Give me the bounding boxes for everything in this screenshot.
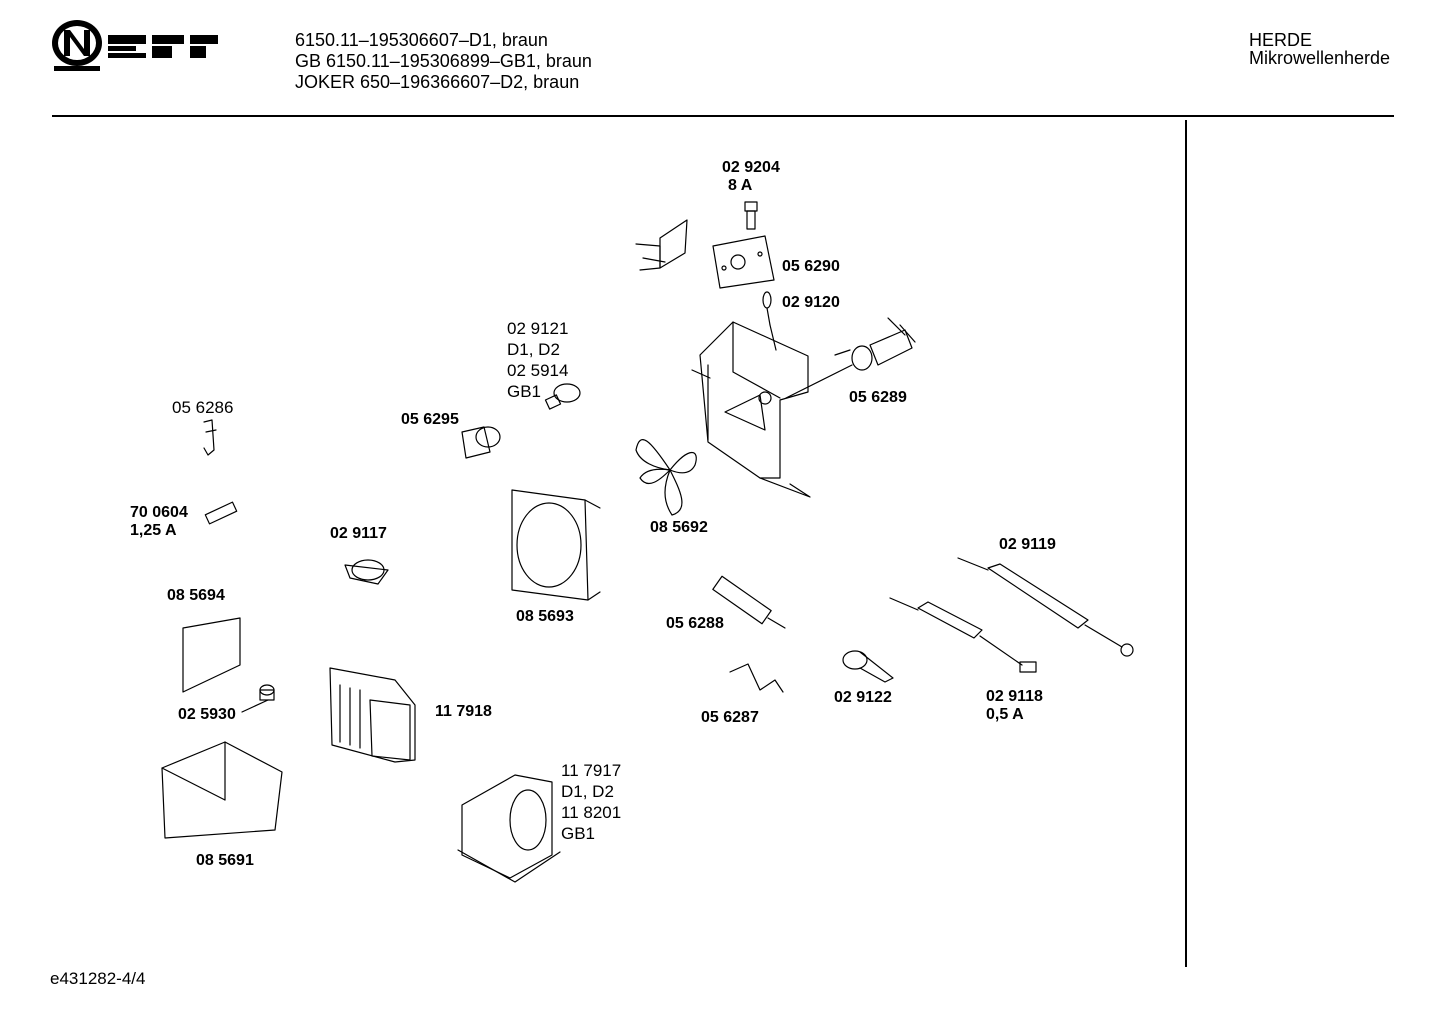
- fan-housing-part-drawing: [511, 489, 601, 601]
- fuse-part-drawing: [744, 201, 758, 230]
- subcategory-title: Mikrowellenherde: [1249, 48, 1391, 68]
- duct-part-drawing: [161, 741, 283, 839]
- document-id: e431282-4/4: [50, 969, 146, 988]
- part-label-029122: 02 9122: [834, 689, 892, 706]
- part-number: 02 9204: [722, 159, 780, 176]
- part-label-029117: 02 9117: [330, 525, 387, 542]
- part-label-029120: 02 9120: [782, 294, 840, 311]
- bracket-part-drawing: [635, 219, 688, 271]
- part-variant-alt: GB1: [561, 824, 596, 843]
- part-label-029119: 02 9119: [999, 536, 1056, 553]
- part-label-117917: 11 7917 D1, D2 11 8201 GB1: [561, 760, 621, 844]
- part-number: 02 9118: [986, 688, 1043, 705]
- part-label-056290: 05 6290: [782, 258, 840, 275]
- part-variant: D1, D2: [507, 340, 560, 359]
- cable-small-part-drawing: [889, 597, 1037, 673]
- part-label-056288: 05 6288: [666, 615, 724, 632]
- model-line-3: JOKER 650–196366607–D2, braun: [295, 72, 580, 92]
- cable-part-drawing: [957, 557, 1134, 657]
- thermostat-part-drawing: [344, 559, 389, 585]
- part-rating: 0,5 A: [986, 706, 1024, 723]
- part-label-029204: 02 9204 8 A: [722, 159, 780, 195]
- part-label-025930: 02 5930: [178, 706, 236, 723]
- category-title: HERDE: [1249, 30, 1313, 50]
- part-rating: 8 A: [728, 177, 753, 194]
- socket-part-drawing: [834, 317, 916, 371]
- clip-part-drawing: [203, 419, 217, 456]
- part-label-029121: 02 9121 D1, D2 02 5914 GB1: [507, 318, 568, 402]
- panel-part-drawing: [182, 617, 241, 693]
- capacitor-part-drawing: [712, 575, 786, 629]
- bent-clip-part-drawing: [729, 663, 784, 693]
- part-variant-alt: GB1: [507, 382, 542, 401]
- part-label-085692: 08 5692: [650, 519, 708, 536]
- header-divider: [52, 115, 1394, 117]
- part-label-085693: 08 5693: [516, 608, 574, 625]
- board-part-drawing: [712, 235, 775, 289]
- part-label-085691: 08 5691: [196, 852, 254, 869]
- model-line-1: 6150.11–195306607–D1, braun: [295, 30, 548, 50]
- part-number: 02 9121: [507, 319, 569, 338]
- neff-logo: [50, 16, 220, 74]
- part-label-056295: 05 6295: [401, 411, 459, 428]
- small-fuse-part-drawing: [204, 501, 238, 525]
- part-number-alt: 11 8201: [561, 803, 622, 822]
- part-label-700604: 70 0604 1,25 A: [130, 504, 188, 540]
- holder-part-drawing: [461, 426, 501, 459]
- part-label-056286: 05 6286: [172, 398, 234, 417]
- bulb-part-drawing: [544, 383, 581, 410]
- diode-part-drawing: [842, 650, 894, 683]
- part-label-029118: 02 9118 0,5 A: [986, 688, 1043, 724]
- part-label-056289: 05 6289: [849, 389, 907, 406]
- part-label-085694: 08 5694: [167, 587, 225, 604]
- part-variant: D1, D2: [561, 782, 614, 801]
- frame-part-drawing: [691, 321, 853, 498]
- part-number: 70 0604: [130, 504, 188, 521]
- neff-logo-graphic: [52, 20, 218, 71]
- grommet-part-drawing: [241, 684, 275, 713]
- lamp-part-drawing: [762, 291, 777, 351]
- right-margin-divider: [1185, 120, 1187, 967]
- model-line-2: GB 6150.11–195306899–GB1, braun: [295, 51, 592, 71]
- part-number-alt: 02 5914: [507, 361, 569, 380]
- fan-part-drawing: [635, 439, 697, 516]
- part-number: 11 7917: [561, 761, 622, 780]
- transformer-small-part-drawing: [329, 667, 416, 763]
- part-label-117918: 11 7918: [435, 703, 492, 720]
- part-label-056287: 05 6287: [701, 709, 759, 726]
- transformer-large-part-drawing: [457, 774, 561, 883]
- part-rating: 1,25 A: [130, 522, 177, 539]
